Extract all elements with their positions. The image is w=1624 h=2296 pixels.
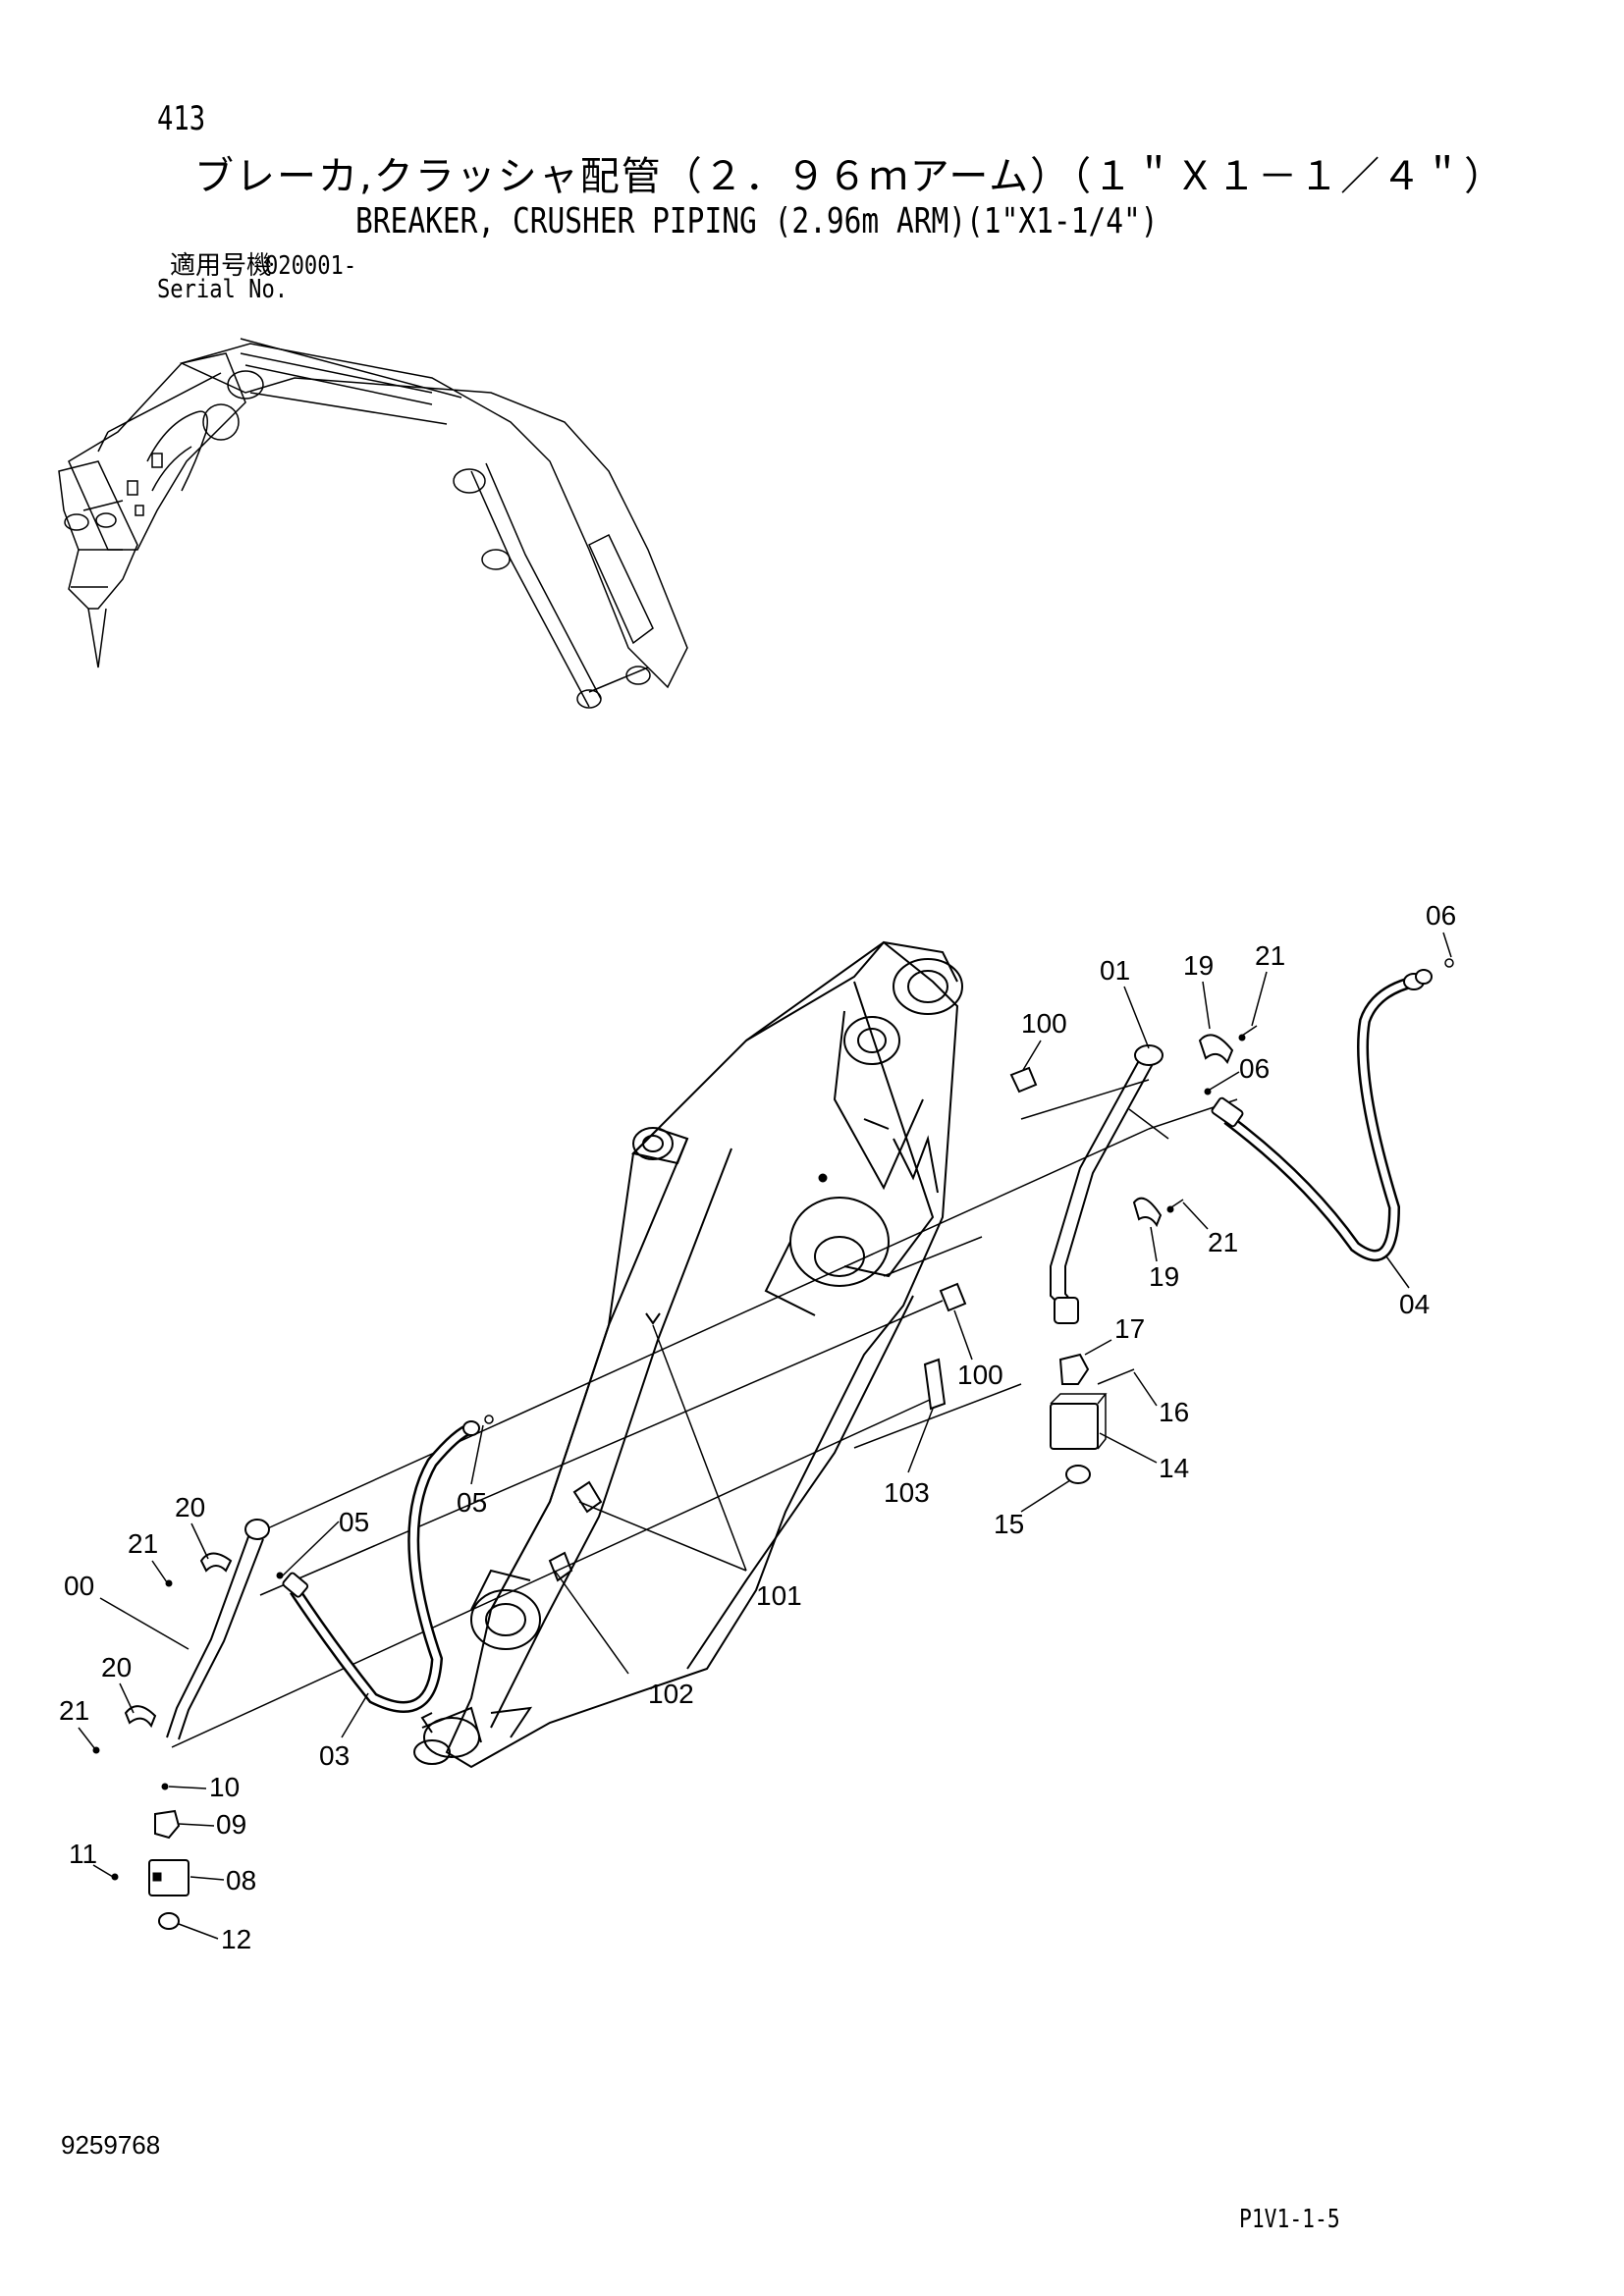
- callout-100-top: 100: [1021, 1008, 1067, 1039]
- callout-05-hose: 05: [457, 1487, 487, 1518]
- callout-100-mid: 100: [957, 1360, 1003, 1390]
- page-title-japanese: ブレーカ,クラッシャ配管（２．９６ｍアーム）（１＂Ｘ１－１／４＂）: [194, 154, 1506, 199]
- callout-03: 03: [319, 1740, 350, 1771]
- callout-14: 14: [1159, 1453, 1189, 1483]
- document-number: 9259768: [61, 2130, 161, 2160]
- serial-label-english: Serial No.: [157, 275, 289, 304]
- callout-06-top: 06: [1426, 900, 1456, 931]
- callout-21-mid: 21: [1208, 1227, 1238, 1257]
- callout-11: 11: [69, 1839, 97, 1869]
- callout-01: 01: [1100, 955, 1130, 986]
- callout-00: 00: [64, 1571, 94, 1601]
- callout-labels: 01 19 21 06 06 21 19 04 100 100 17 16 14…: [59, 900, 1456, 1954]
- serial-number-value: 020001-: [265, 251, 357, 281]
- callout-09: 09: [216, 1809, 246, 1840]
- callout-06-mid: 06: [1239, 1053, 1270, 1084]
- callout-12: 12: [221, 1924, 251, 1954]
- callout-17: 16: [1159, 1397, 1189, 1427]
- leader-lines: [171, 1079, 1238, 1748]
- callout-19-mid: 19: [1149, 1261, 1179, 1292]
- callout-16: 15: [994, 1509, 1024, 1539]
- callout-20-bottom: 20: [101, 1652, 132, 1682]
- callout-08: 08: [226, 1865, 256, 1896]
- callout-21-top: 21: [1255, 940, 1285, 971]
- callout-103: 103: [884, 1477, 930, 1508]
- callout-21-left-bottom: 21: [59, 1695, 89, 1726]
- callout-21-left-top: 21: [128, 1528, 158, 1559]
- page-number: 413: [157, 99, 206, 138]
- serial-label-japanese: 適用号機: [170, 251, 273, 281]
- callout-15: 17: [1114, 1313, 1145, 1344]
- left-piping-group: [92, 1415, 494, 1930]
- arm-body: [413, 940, 963, 1769]
- page-code: P1V1-1-5: [1239, 2205, 1340, 2234]
- callout-10: 10: [209, 1772, 240, 1802]
- overview-excavator-illustration: [58, 338, 688, 709]
- callout-20-top: 20: [175, 1492, 205, 1522]
- callout-101: 101: [756, 1580, 802, 1611]
- right-piping-group: [923, 958, 1454, 1484]
- callout-102: 102: [648, 1679, 694, 1709]
- callout-19-top: 19: [1183, 950, 1214, 981]
- page-title-english: BREAKER, CRUSHER PIPING (2.96m ARM)(1"X1…: [355, 201, 1159, 241]
- callout-04: 04: [1399, 1289, 1430, 1319]
- callout-05-fitting: 05: [339, 1507, 369, 1537]
